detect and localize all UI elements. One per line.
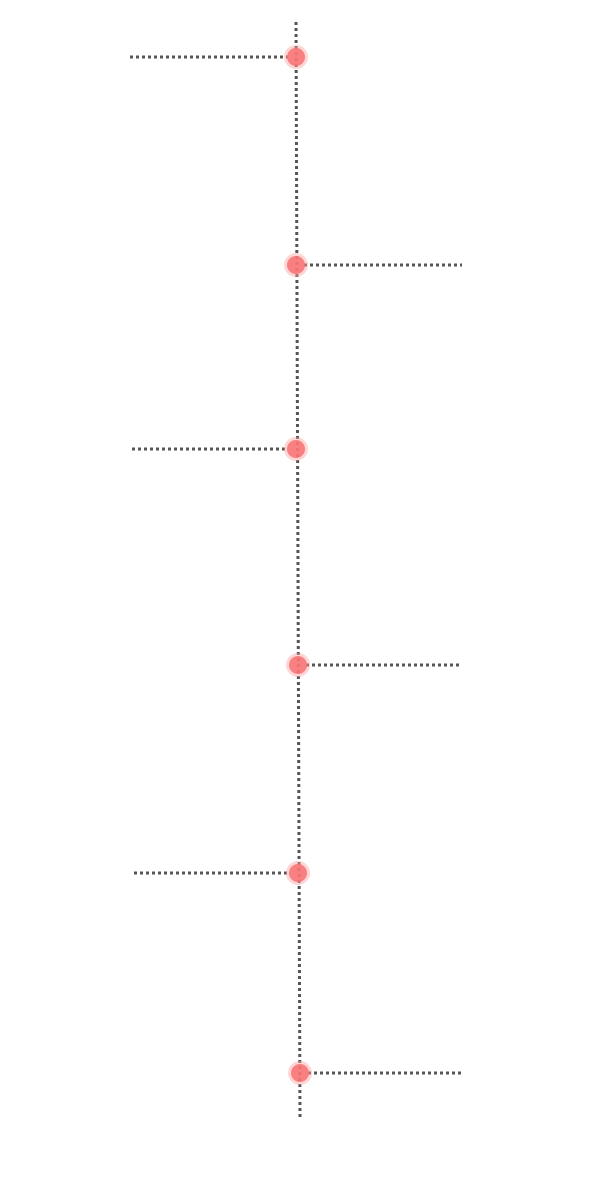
timeline-node xyxy=(289,864,307,882)
timeline-node xyxy=(287,440,305,458)
timeline-node xyxy=(287,256,305,274)
timeline-node xyxy=(291,1064,309,1082)
timeline-node xyxy=(289,656,307,674)
timeline-node xyxy=(287,48,305,66)
timeline-axis xyxy=(294,21,302,1121)
